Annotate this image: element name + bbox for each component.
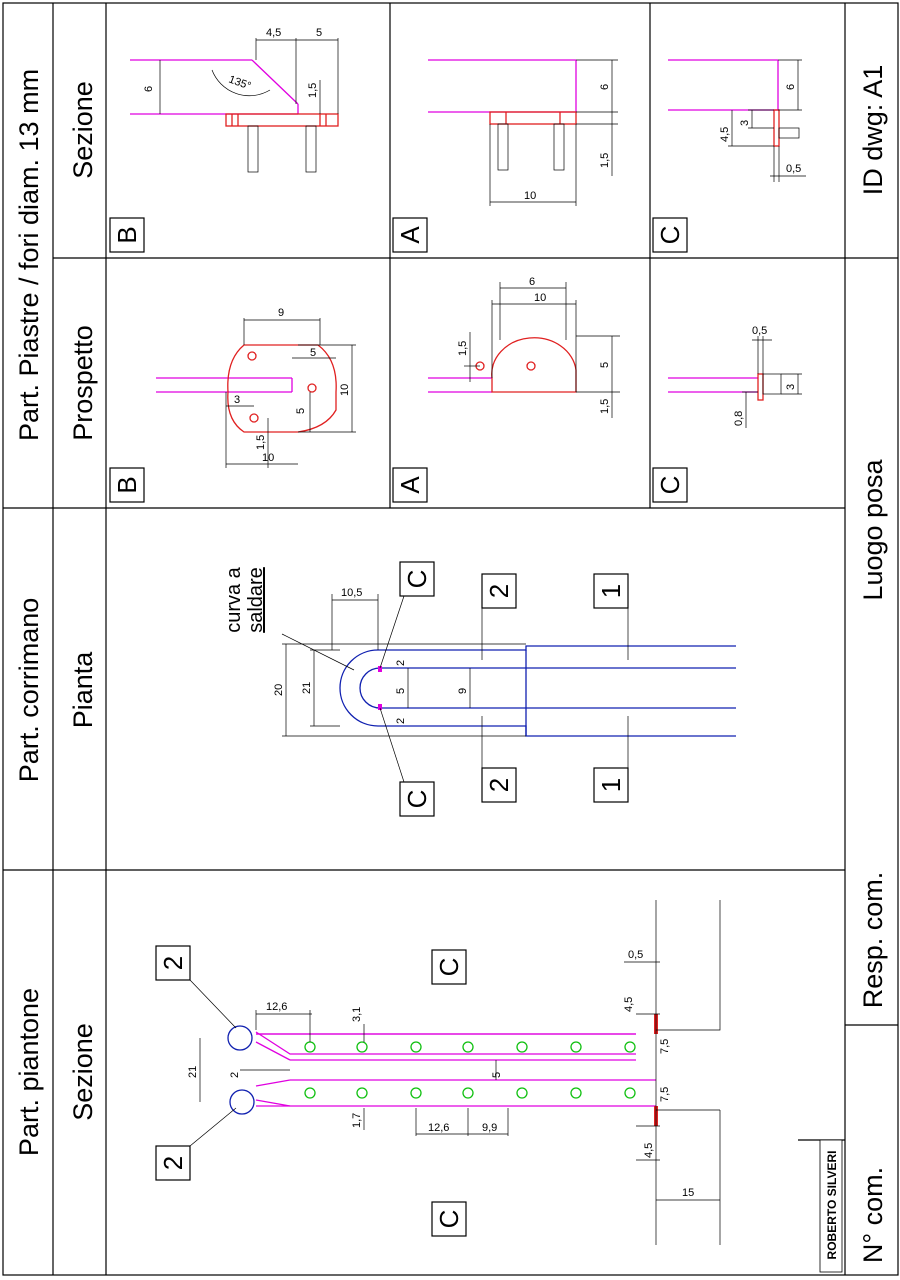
dim-prosb-5b: 5 [295, 408, 307, 414]
dim-pianta-9: 9 [457, 688, 469, 694]
dim-prosc-05: 0,5 [752, 325, 767, 337]
dim-sezc-3: 3 [739, 120, 751, 126]
tag-b-prospetto: B [112, 476, 142, 493]
dim-piantone-126b: 12,6 [428, 1122, 449, 1134]
dim-pianta-2a: 2 [395, 660, 407, 666]
dim-pianta-20: 20 [273, 684, 285, 696]
header-pianta: Pianta [68, 651, 98, 729]
dim-pianta-105: 10,5 [341, 587, 362, 599]
tag-b-sezione: B [112, 226, 142, 243]
dim-sezb-15: 1,5 [307, 83, 319, 98]
tag-c-pianta-top: C [402, 570, 432, 589]
dim-piantone-17: 1,7 [351, 1113, 363, 1128]
logo-text: ROBERTO SILVERI [825, 1151, 839, 1260]
tag-2-pianta-bottom: 2 [484, 778, 514, 792]
header-corrimano: Part. corrimano [14, 598, 44, 783]
header-sezione-bottom: Sezione [68, 1023, 98, 1121]
tag-2-pianta-top: 2 [484, 584, 514, 598]
tag-c-piantone-bottom: C [434, 1210, 464, 1229]
n-com-label: N° com. [858, 1167, 888, 1263]
prospetto-a-detail: 6 10 1,5 5 1,5 [428, 276, 620, 418]
dim-prosb-9: 9 [278, 307, 284, 319]
prospetto-b-detail: 9 5 10 3 5 1,5 10 [156, 307, 356, 468]
dim-piantone-21: 21 [187, 1066, 199, 1078]
dim-prosc-08: 0,8 [733, 411, 745, 426]
detail-tags: B A C B A C [109, 217, 688, 503]
header-piastre: Part. Piastre / fori diam. 13 mm [14, 69, 44, 441]
dim-seza-15: 1,5 [599, 153, 611, 168]
dim-prosb-15: 1,5 [255, 435, 267, 450]
dim-piantone-126a: 12,6 [266, 1001, 287, 1013]
dim-seza-6: 6 [599, 84, 611, 90]
note-saldare: saldare [245, 567, 267, 633]
dim-piantone-05: 0,5 [628, 949, 643, 961]
resp-com-label: Resp. com. [858, 872, 888, 1009]
dim-prosa-10: 10 [534, 292, 546, 304]
dim-prosa-15: 1,5 [457, 341, 469, 356]
dim-prosb-10: 10 [339, 384, 351, 396]
dim-pianta-21: 21 [301, 682, 313, 694]
tag-a-sezione: A [395, 226, 425, 244]
dim-sezb-45: 4,5 [266, 27, 281, 39]
dim-piantone-45a: 4,5 [623, 997, 635, 1012]
sezione-b-detail: 4,5 5 6 1,5 135° [130, 27, 339, 173]
dim-piantone-99: 9,9 [482, 1122, 497, 1134]
tag-c-sezione: C [655, 226, 685, 245]
header-piantone: Part. piantone [14, 988, 44, 1156]
luogo-posa-label: Luogo posa [858, 458, 888, 600]
dim-prosb-3: 3 [234, 394, 240, 406]
dim-piantone-5: 5 [491, 1072, 503, 1078]
tag-a-prospetto: A [395, 476, 425, 494]
dim-pianta-2b: 2 [395, 718, 407, 724]
dim-sezb-5: 5 [316, 27, 322, 39]
tag-1-pianta-top: 1 [596, 584, 626, 598]
dim-sezc-6: 6 [785, 84, 797, 90]
dim-piantone-75b: 7,5 [659, 1087, 671, 1102]
dim-prosb-5: 5 [310, 347, 316, 359]
dim-sezc-45: 4,5 [719, 127, 731, 142]
dim-prosa-15b: 1,5 [599, 399, 611, 414]
header-sezione-top: Sezione [68, 81, 98, 179]
sezione-c-detail: 6 4,5 3 0,5 [668, 59, 806, 182]
header-prospetto: Prospetto [68, 325, 98, 441]
dim-prosa-6: 6 [529, 276, 535, 288]
dim-piantone-15: 15 [682, 1187, 694, 1199]
company-logo: ROBERTO SILVERI [819, 1139, 843, 1273]
dim-piantone-75a: 7,5 [659, 1039, 671, 1054]
tag-c-piantone-top: C [434, 958, 464, 977]
id-dwg-label: ID dwg: A1 [858, 65, 888, 196]
dim-prosa-5: 5 [599, 362, 611, 368]
tag-1-pianta-bottom: 1 [596, 778, 626, 792]
note-curva-a: curva a [223, 566, 245, 632]
dim-sezb-angle: 135° [227, 74, 252, 93]
dim-seza-10: 10 [524, 190, 536, 202]
dim-sezb-6: 6 [143, 86, 155, 92]
sezione-piantone-detail: 12,6 3,1 21 2 5 1,7 12,6 9,9 0,5 4,5 7,5… [155, 900, 721, 1245]
tag-c-prospetto: C [655, 476, 685, 495]
dim-pianta-5: 5 [395, 688, 407, 694]
dim-prosc-3: 3 [785, 384, 797, 390]
tag-2-piantone-bottom: 2 [158, 1156, 188, 1170]
dim-sezc-05: 0,5 [786, 163, 801, 175]
dim-prosb-10b: 10 [262, 452, 274, 464]
dim-piantone-2: 2 [229, 1072, 241, 1078]
prospetto-c-detail: 0,5 3 0,8 [668, 325, 802, 428]
pianta-corrimano-detail: 10,5 20 21 2 5 2 9 curva a saldare C C 2… [223, 561, 736, 817]
dim-piantone-31: 3,1 [351, 1007, 363, 1022]
tag-2-piantone-top: 2 [158, 956, 188, 970]
tag-c-pianta-bottom: C [402, 790, 432, 809]
sezione-a-detail: 6 1,5 10 [428, 59, 618, 206]
dim-piantone-45b: 4,5 [643, 1143, 655, 1158]
